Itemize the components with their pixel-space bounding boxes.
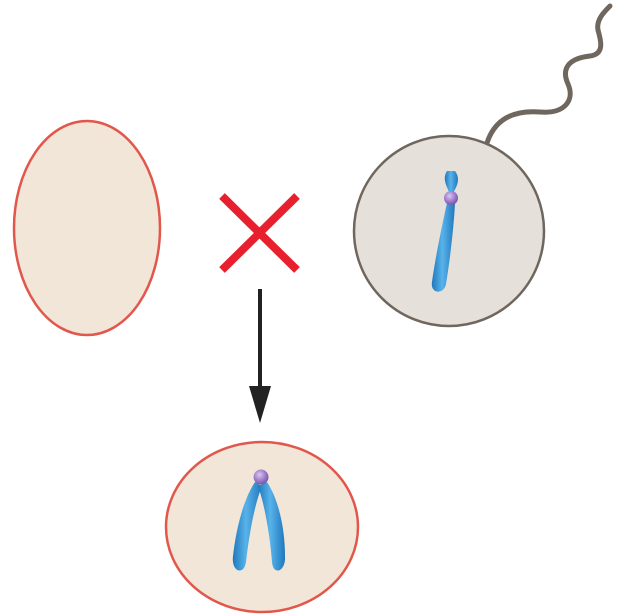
- flagellum: [487, 6, 610, 143]
- cross-icon: [222, 196, 297, 270]
- sperm-cell: [354, 6, 610, 326]
- centromere: [444, 191, 458, 205]
- arrow-down-icon: [249, 289, 271, 423]
- zygote-cell-icon: [166, 442, 358, 612]
- centromere: [254, 470, 269, 485]
- egg-cell: [14, 121, 160, 335]
- zygote-cell: [166, 442, 358, 612]
- egg-cell-icon: [14, 121, 160, 335]
